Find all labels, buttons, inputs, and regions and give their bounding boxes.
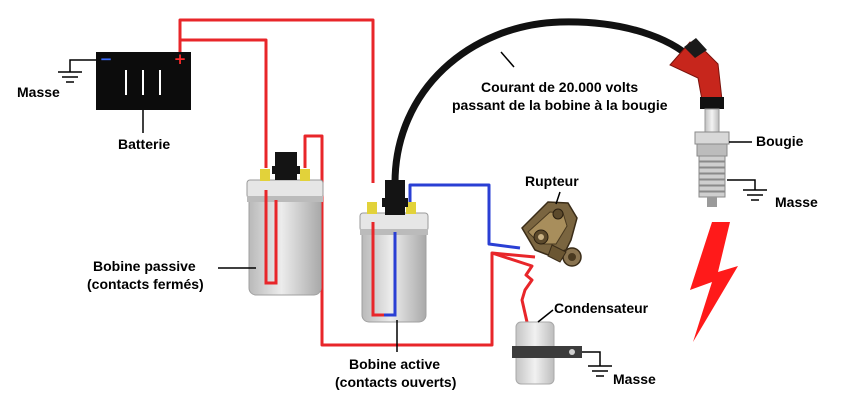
battery: − + (96, 50, 191, 133)
ground-symbol-icon (727, 179, 767, 201)
lightning-bolt-icon (690, 222, 738, 342)
high-tension-lead (391, 18, 696, 187)
label-masse-condenser: Masse (613, 371, 656, 387)
breaker-points (521, 201, 582, 267)
wire-battery-to-active-coil (178, 18, 375, 183)
label-courant-line2: passant de la bobine à la bougie (452, 97, 668, 113)
label-bobine-active-line1: Bobine active (349, 356, 440, 372)
label-masse-plug: Masse (775, 194, 818, 210)
spark-plug (669, 38, 730, 207)
label-bobine-active-line2: (contacts ouverts) (335, 374, 456, 390)
battery-plus-sign: + (174, 50, 187, 68)
wire-active-coil-to-breaker (408, 183, 521, 250)
label-courant-line1: Courant de 20.000 volts (481, 79, 638, 95)
wire-battery-to-passive-coil (178, 38, 268, 168)
label-rupteur: Rupteur (525, 173, 579, 189)
passive-coil-winding-visible (264, 190, 278, 285)
ground-symbol-icon (58, 59, 96, 83)
label-masse-battery: Masse (17, 84, 60, 100)
positive-wire (178, 18, 536, 347)
condenser (512, 321, 582, 385)
wire-breaker-to-condenser (491, 251, 534, 323)
battery-minus-sign: − (100, 50, 113, 68)
passive-coil (246, 152, 324, 296)
label-bougie: Bougie (756, 133, 804, 149)
label-bobine-passive-line1: Bobine passive (93, 258, 196, 274)
label-bobine-passive-line2: (contacts fermés) (87, 276, 204, 292)
label-condensateur: Condensateur (554, 300, 649, 316)
active-coil-winding-visible (371, 222, 397, 317)
label-batterie: Batterie (118, 136, 170, 152)
ground-symbol-icon (582, 351, 612, 377)
